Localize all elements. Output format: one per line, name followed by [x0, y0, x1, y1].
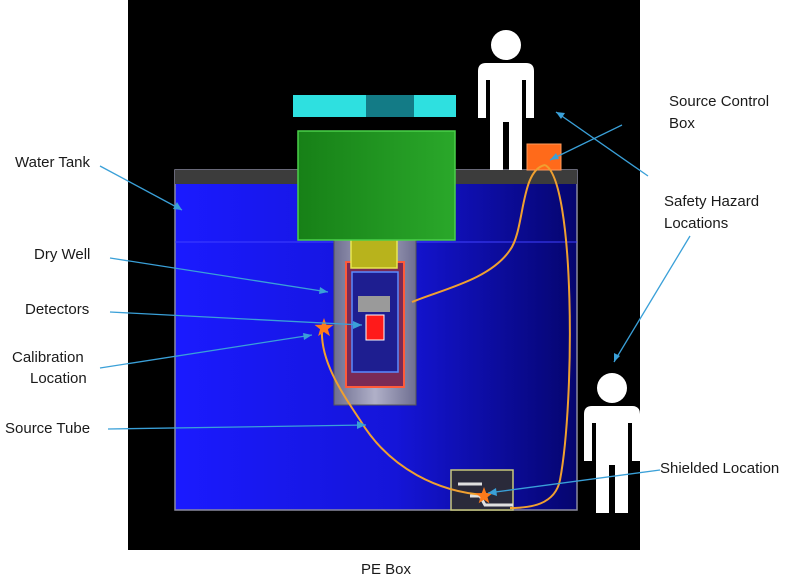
- arrowhead: [303, 333, 312, 340]
- label-detectors: Detectors: [25, 301, 90, 318]
- pointer-water-tank: [99, 165, 183, 211]
- arrowhead: [357, 421, 366, 429]
- arrowhead: [488, 488, 497, 496]
- label-pe-box: PE Box: [361, 561, 412, 578]
- pointer-source-tube: [107, 424, 367, 430]
- source-tube: [320, 164, 571, 509]
- person-icon: [584, 373, 640, 513]
- star-icon: [475, 487, 493, 504]
- pointer-detectors: [109, 311, 363, 326]
- label-calibration-line1: Calibration: [12, 349, 84, 366]
- green-lid: [297, 130, 456, 241]
- arrowhead: [614, 353, 620, 362]
- arrowhead: [173, 202, 182, 210]
- label-source-tube: Source Tube: [5, 420, 91, 437]
- pointer-safety-2: [613, 235, 691, 363]
- label-shielded-location: Shielded Location: [660, 460, 780, 477]
- arrowhead: [556, 112, 565, 119]
- label-safety-line2: Locations: [664, 215, 729, 232]
- arrowhead: [550, 153, 559, 160]
- label-source-control-line2: Box: [669, 115, 695, 132]
- pointer-safety-1: [555, 111, 649, 177]
- pointer-source-control: [549, 124, 623, 161]
- detector-crystal: [365, 314, 385, 341]
- pointer-shielded: [487, 469, 661, 494]
- person-icon: [478, 30, 534, 170]
- pointer-calibration: [99, 334, 313, 369]
- label-dry-well: Dry Well: [34, 246, 91, 263]
- pointer-dry-well: [109, 257, 329, 293]
- star-icon: [314, 318, 334, 337]
- arrowhead: [319, 287, 328, 294]
- detector-cap: [358, 296, 390, 312]
- label-safety-line1: Safety Hazard: [664, 193, 760, 210]
- label-source-control-line1: Source Control: [669, 93, 770, 110]
- label-water-tank: Water Tank: [15, 154, 91, 171]
- label-calibration-line2: Location: [30, 370, 87, 387]
- top-bar-center: [366, 95, 414, 117]
- arrowhead: [353, 321, 362, 329]
